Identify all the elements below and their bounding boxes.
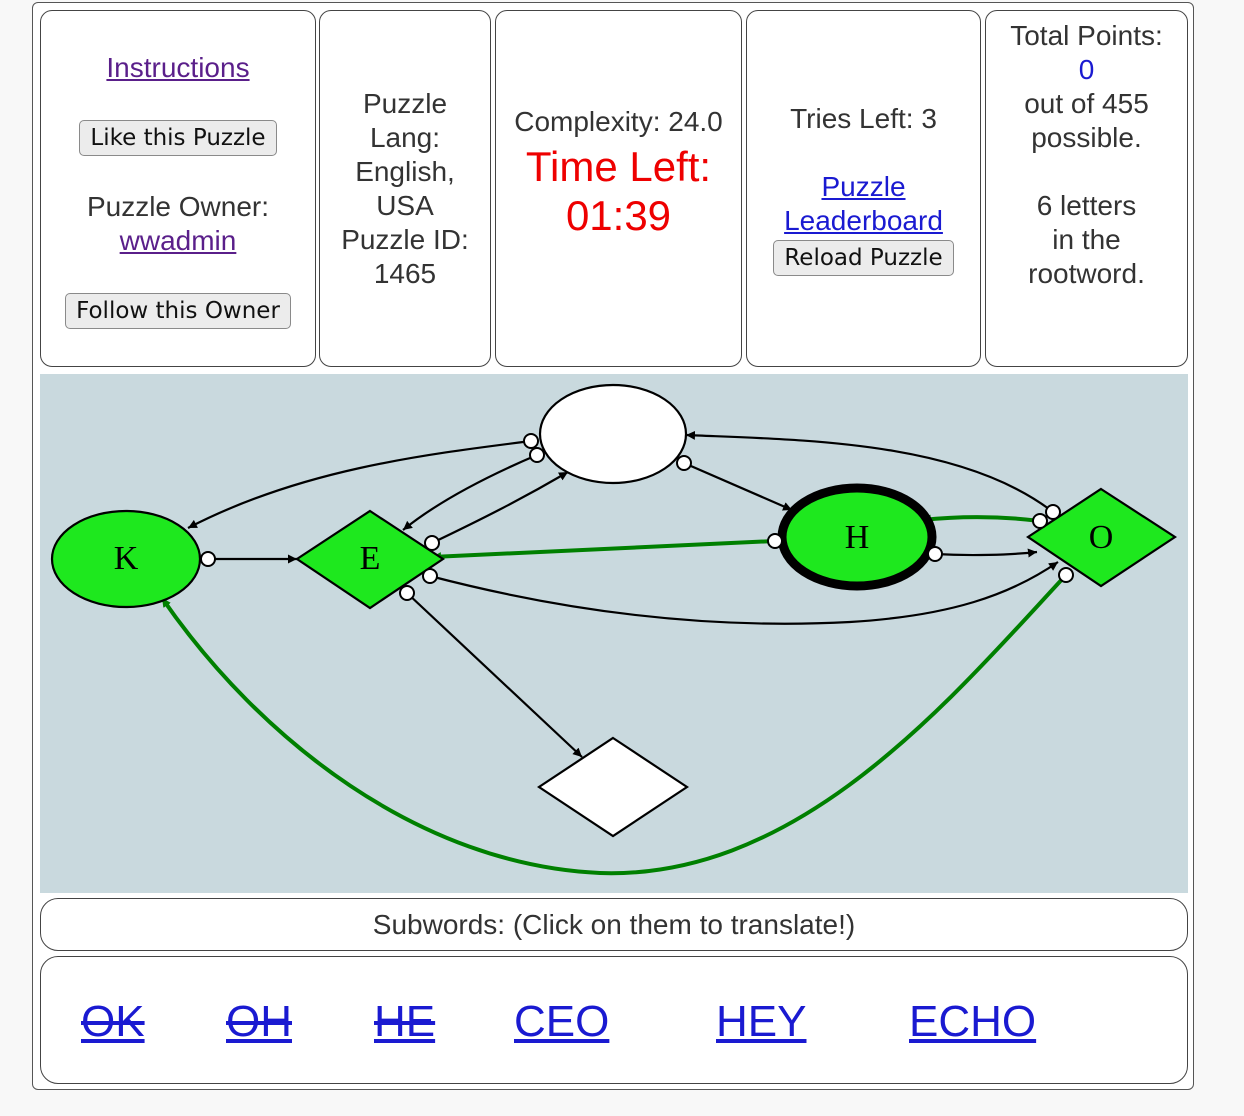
points-possible: possible.	[1031, 122, 1142, 153]
edge-tail-circle	[200, 551, 216, 567]
subword-hey[interactable]: HEY	[716, 997, 807, 1046]
letter-node-o[interactable]	[1026, 487, 1178, 588]
follow-owner-button[interactable]: Follow this Owner	[65, 293, 291, 329]
graph-canvas: K E H O	[50, 383, 1178, 876]
subwords-header: Subwords: (Click on them to translate!)	[40, 898, 1188, 951]
path-edge	[921, 514, 1041, 524]
puzzle-id-value: 1465	[373, 258, 437, 289]
edge	[406, 592, 583, 758]
time-left-label: Time Left:	[525, 143, 712, 190]
subword-echo[interactable]: ECHO	[909, 997, 1037, 1046]
edge-tail-circle	[523, 433, 539, 449]
node-label-k: K	[114, 540, 139, 577]
subword-ok[interactable]: OK	[81, 997, 145, 1046]
path-edge	[160, 573, 1068, 876]
edge-tail-circle	[424, 535, 440, 551]
lang-line: Puzzle	[362, 88, 448, 119]
reload-puzzle-button[interactable]: Reload Puzzle	[773, 240, 954, 276]
edge-tail-circle	[1058, 567, 1074, 583]
edge	[431, 471, 569, 544]
edge	[429, 561, 1059, 625]
total-points-label: Total Points:	[1010, 20, 1163, 51]
edge-tail-circle	[767, 533, 783, 549]
instructions-link[interactable]: Instructions	[106, 52, 250, 83]
edge-tail-circle	[529, 447, 545, 463]
points-panel: Total Points: 0 out of 455 possible. 6 l…	[985, 10, 1188, 367]
letter-node-e[interactable]	[295, 509, 445, 610]
owner-label: Puzzle Owner:	[86, 191, 270, 222]
points-possible: out of 455	[1024, 88, 1149, 119]
edge-tail-circle	[676, 455, 692, 471]
like-puzzle-button[interactable]: Like this Puzzle	[79, 120, 277, 156]
letter-node-h[interactable]	[777, 483, 937, 591]
edge-tail-circle	[927, 546, 943, 562]
subwords-list: OK OH HE CEO HEY ECHO	[40, 956, 1188, 1084]
node-label-o: O	[1089, 519, 1114, 556]
edge	[402, 453, 538, 531]
total-points-value: 0	[1078, 54, 1095, 85]
tries-left-text: Tries Left: 3	[790, 103, 937, 134]
edge	[683, 461, 793, 512]
empty-node-top[interactable]	[538, 383, 688, 485]
edge-tail-circle	[1032, 513, 1048, 529]
leaderboard-link[interactable]: Leaderboard	[784, 205, 943, 236]
tries-panel: Tries Left: 3 Puzzle Leaderboard Reload …	[746, 10, 981, 367]
node-label-e: E	[360, 540, 381, 577]
edge	[685, 430, 1054, 513]
time-left-value: 01:39	[565, 192, 672, 239]
edge	[187, 439, 532, 529]
path-edge	[431, 539, 776, 562]
letter-count: in the	[1052, 224, 1121, 255]
leaderboard-link[interactable]: Puzzle	[821, 171, 906, 202]
edge-tail-circle	[399, 585, 415, 601]
owner-link[interactable]: wwadmin	[119, 225, 237, 256]
empty-node-bottom[interactable]	[537, 736, 689, 838]
edge-tail-circle	[1045, 504, 1061, 520]
complexity-text: Complexity: 24.0	[514, 106, 723, 137]
lang-line: Lang:	[369, 122, 441, 153]
instructions-panel: Instructions Like this Puzzle Puzzle Own…	[40, 10, 316, 367]
lang-value: English,	[355, 156, 455, 187]
timer-panel: Complexity: 24.0 Time Left: 01:39	[495, 10, 742, 367]
letter-count: rootword.	[1028, 258, 1145, 289]
letter-graph: K E H O	[40, 374, 1188, 893]
edge-tail-circle	[422, 568, 438, 584]
language-panel: Puzzle Lang: English, USA Puzzle ID: 146…	[319, 10, 491, 367]
subword-ceo[interactable]: CEO	[514, 997, 610, 1046]
node-label-h: H	[845, 519, 870, 556]
edge	[934, 548, 1038, 558]
subword-oh[interactable]: OH	[226, 997, 292, 1046]
subword-he[interactable]: HE	[374, 997, 436, 1046]
puzzle-id-label: Puzzle ID:	[341, 224, 469, 255]
letter-count: 6 letters	[1036, 190, 1137, 221]
lang-value: USA	[376, 190, 434, 221]
